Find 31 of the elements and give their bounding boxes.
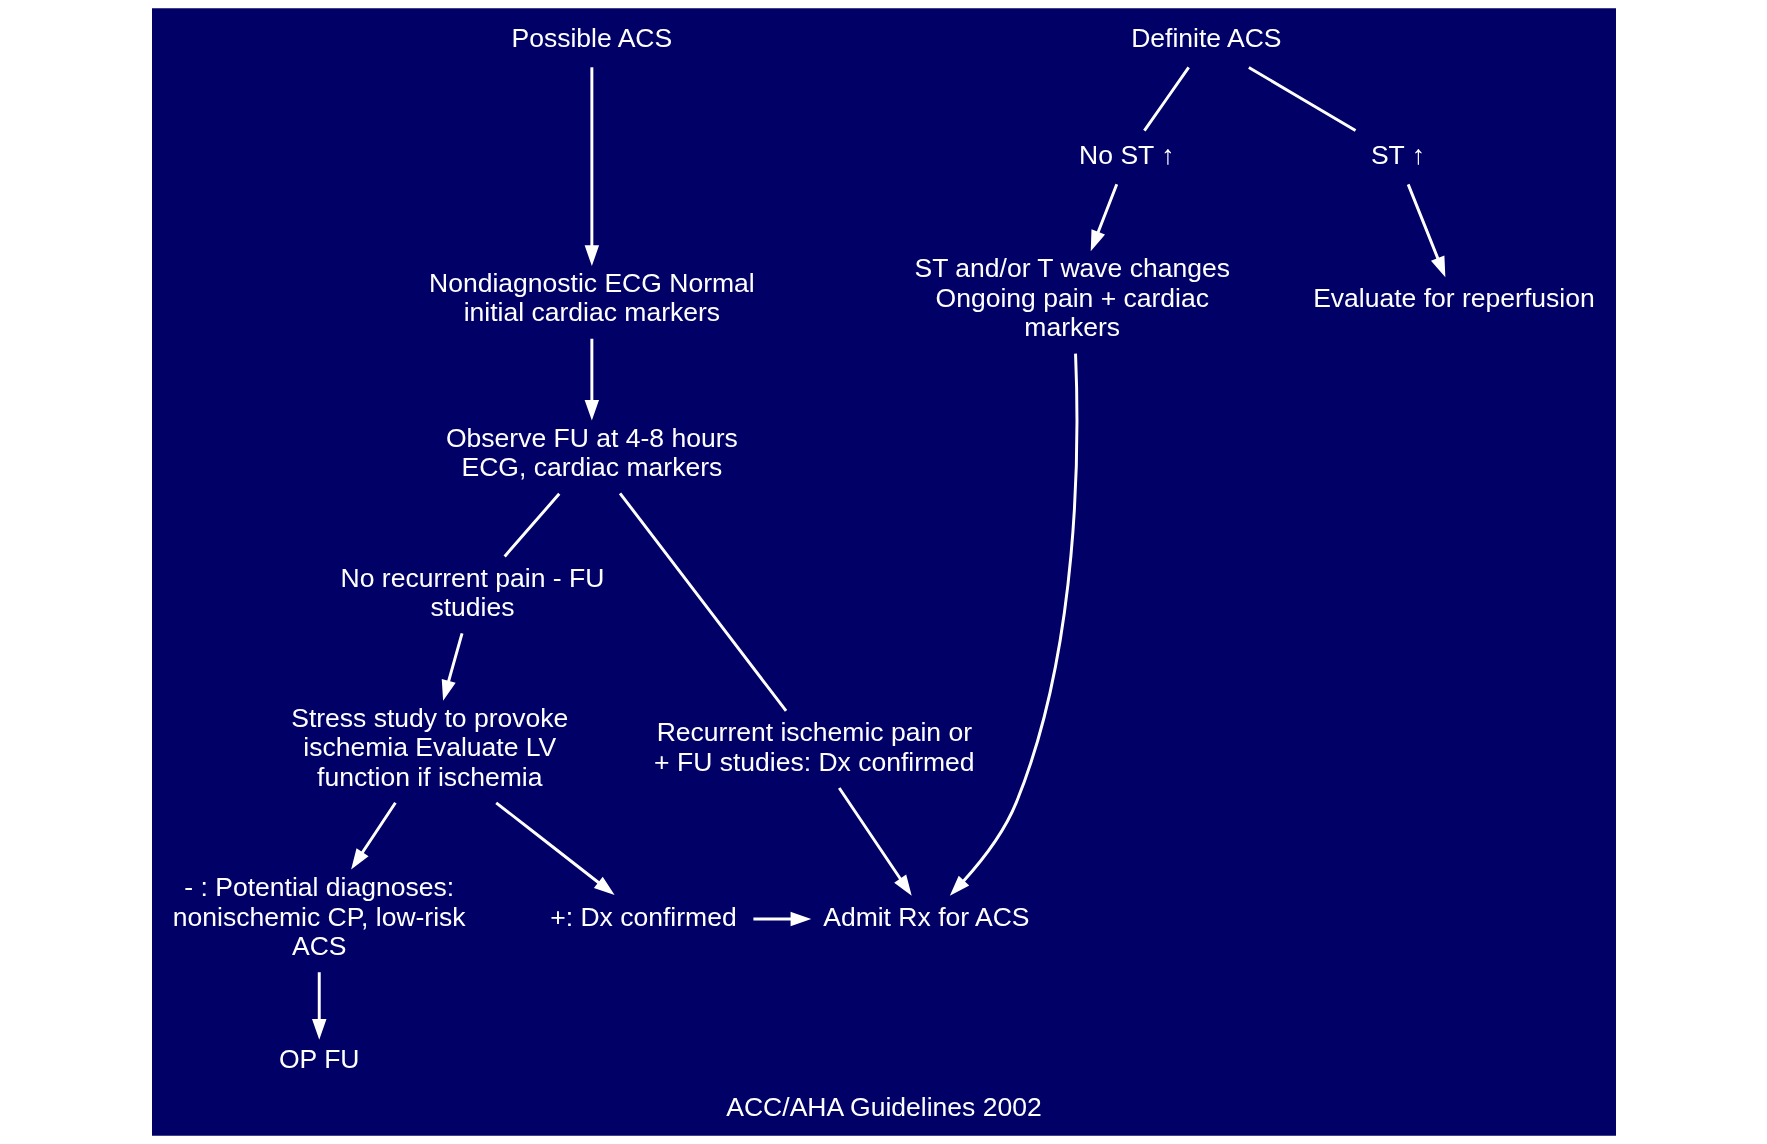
- node-text: Nondiagnostic ECG Normal initial cardiac markers: [428, 267, 755, 328]
- node-text: ST and/or T wave changes Ongoing pain + cardiac markers: [914, 253, 1230, 343]
- arrow: [494, 801, 615, 896]
- arrow: [1406, 183, 1445, 278]
- arrow: [949, 353, 1078, 896]
- node-text: - : Potential diagnoses: nonischemic CP, low-risk ACS: [172, 872, 466, 961]
- node-text: Observe FU at 4-8 hours ECG, cardiac markers: [445, 422, 738, 483]
- node-text: OP FU: [278, 1044, 360, 1075]
- node-text: Definite ACS: [1130, 23, 1282, 54]
- arrow: [1090, 183, 1118, 252]
- node-text: Recurrent ischemic pain or + FU studies: Dx confirmed: [653, 717, 975, 777]
- arrow: [837, 787, 912, 896]
- node-text: ST ↑: [1370, 139, 1425, 170]
- node-text: No recurrent pain - FU studies: [340, 562, 604, 623]
- arrow: [350, 802, 397, 870]
- arrow: [441, 633, 463, 701]
- node-text: Admit Rx for ACS: [822, 901, 1030, 932]
- caption: ACC/AHA Guidelines 2002: [725, 1091, 1042, 1122]
- node-text: Evaluate for reperfusion: [1312, 282, 1595, 313]
- node-text: No ST ↑: [1078, 139, 1174, 170]
- connector: [618, 492, 787, 712]
- connector: [1247, 66, 1356, 132]
- arrow: [584, 67, 599, 267]
- arrow: [752, 911, 811, 927]
- arrow: [311, 972, 326, 1040]
- node-text: Possible ACS: [511, 23, 672, 54]
- connector: [1142, 66, 1190, 132]
- connector: [503, 492, 560, 558]
- arrow: [584, 338, 599, 421]
- node-text: Stress study to provoke ischemia Evaluate LV function if ischemia: [290, 702, 568, 792]
- node-text: +: Dx confirmed: [549, 901, 737, 932]
